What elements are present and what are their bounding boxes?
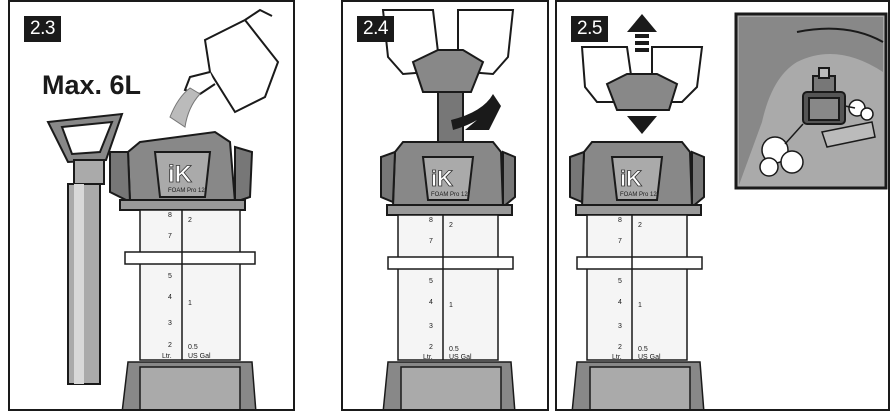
fill-tank-illustration: iK FOAM Pro 12 8 7 5 4 3 2 2 1 0.5 Ltr. … xyxy=(46,8,280,409)
model-label: FOAM Pro 12 xyxy=(620,192,657,198)
rotate-arrow-icon xyxy=(451,94,501,130)
scale-left-unit: Ltr. xyxy=(162,353,172,360)
pump-handle xyxy=(605,73,679,111)
scale-left-tick: 5 xyxy=(618,278,622,285)
scale-right-tick: 0.5 xyxy=(449,346,459,353)
scale-left-tick: 5 xyxy=(429,278,433,285)
step-panel-2-5: iK FOAM Pro 12 8 7 5 4 3 2 2 1 0.5 Ltr. … xyxy=(555,0,890,411)
scale-right-tick: 1 xyxy=(449,302,453,309)
air-release-icon xyxy=(759,99,874,177)
scale-right-tick: 1 xyxy=(188,300,192,307)
scale-left-tick: 2 xyxy=(168,342,172,349)
model-label: FOAM Pro 12 xyxy=(168,188,205,194)
scale-left-tick: 7 xyxy=(429,238,433,245)
step-panel-2-4: iK FOAM Pro 12 8 7 5 4 3 2 2 1 0.5 Ltr. … xyxy=(341,0,549,411)
scale-left-tick: 4 xyxy=(429,299,433,306)
step-number-badge: 2.3 xyxy=(24,16,61,42)
scale-left-tick: 3 xyxy=(429,323,433,330)
scale-left-tick: 8 xyxy=(618,217,622,224)
scale-left-tick: 3 xyxy=(618,323,622,330)
pour-stream xyxy=(169,87,201,128)
brand-logo: iK xyxy=(620,166,642,191)
brand-logo: iK xyxy=(168,161,193,188)
scale-left-tick: 7 xyxy=(168,233,172,240)
brand-logo: iK xyxy=(431,166,453,191)
volume-scale: 8 7 5 4 3 2 2 1 0.5 Ltr. US Gal xyxy=(612,217,661,361)
scale-right-tick: 1 xyxy=(638,302,642,309)
scale-left-tick: 4 xyxy=(618,299,622,306)
pump-handle xyxy=(411,49,485,143)
scale-right-unit: US Gal xyxy=(188,353,211,360)
volume-scale: 8 7 5 4 3 2 2 1 0.5 Ltr. US Gal xyxy=(162,212,211,360)
scale-left-tick: 8 xyxy=(168,212,172,219)
tank-top xyxy=(380,141,516,216)
step-number-badge: 2.5 xyxy=(571,16,608,42)
scale-right-tick: 2 xyxy=(188,217,192,224)
scale-left-unit: Ltr. xyxy=(612,354,622,361)
scale-right-tick: 2 xyxy=(638,222,642,229)
tank-body xyxy=(382,214,516,409)
liquid-jug-icon xyxy=(183,8,280,114)
scale-left-tick: 7 xyxy=(618,238,622,245)
max-capacity-label: Max. 6L xyxy=(42,70,142,100)
scale-right-tick: 2 xyxy=(449,222,453,229)
funnel-icon xyxy=(46,112,124,385)
tank-top xyxy=(109,130,254,211)
scale-left-tick: 2 xyxy=(618,344,622,351)
scale-left-tick: 2 xyxy=(429,344,433,351)
scale-right-tick: 0.5 xyxy=(188,344,198,351)
scale-right-tick: 0.5 xyxy=(638,346,648,353)
tank-body xyxy=(571,214,705,409)
scale-left-tick: 3 xyxy=(168,320,172,327)
volume-scale: 8 7 5 4 3 2 2 1 0.5 Ltr. US Gal xyxy=(423,217,472,361)
scale-right-unit: US Gal xyxy=(449,354,472,361)
scale-left-tick: 5 xyxy=(168,273,172,280)
tank-body xyxy=(121,209,257,409)
step-panel-2-3: iK FOAM Pro 12 8 7 5 4 3 2 2 1 0.5 Ltr. … xyxy=(8,0,295,411)
attach-pump-illustration: iK FOAM Pro 12 8 7 5 4 3 2 2 1 0.5 Ltr. … xyxy=(380,9,516,409)
step-number-badge: 2.4 xyxy=(357,16,394,42)
scale-left-unit: Ltr. xyxy=(423,354,433,361)
tank-top xyxy=(569,141,705,216)
pump-pressure-illustration: iK FOAM Pro 12 8 7 5 4 3 2 2 1 0.5 Ltr. … xyxy=(569,12,888,409)
scale-right-unit: US Gal xyxy=(638,354,661,361)
pressure-valve-icon xyxy=(802,67,846,125)
scale-left-tick: 4 xyxy=(168,294,172,301)
scale-left-tick: 8 xyxy=(429,217,433,224)
model-label: FOAM Pro 12 xyxy=(431,192,468,198)
